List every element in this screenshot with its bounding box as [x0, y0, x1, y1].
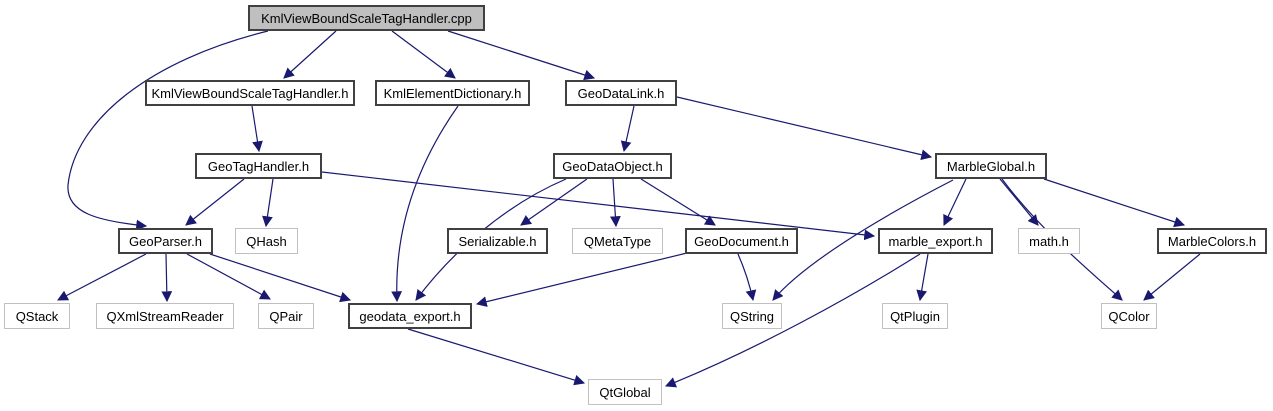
- graph-node-serializable-h[interactable]: Serializable.h: [447, 228, 548, 254]
- edge-mg-to-math: [999, 178, 1039, 226]
- edge-cpp-to-ked: [391, 30, 456, 79]
- edge-mg-to-qstring: [772, 179, 954, 301]
- edge-cpp-to-kvbsth: [283, 30, 337, 79]
- graph-node-qcolor: QColor: [1101, 303, 1157, 329]
- edge-gdl-to-mg: [676, 96, 933, 161]
- graph-node-qstack: QStack: [4, 303, 70, 329]
- edge-ked-to-gex: [391, 105, 459, 303]
- graph-node-qxmlstreamreader: QXmlStreamReader: [96, 303, 234, 329]
- edge-gdo-to-ser: [520, 178, 588, 226]
- edge-gex-to-qtglobal: [407, 328, 586, 386]
- edge-cpp-to-gp: [67, 30, 269, 231]
- graph-node-kmlviewboundscaletaghandler-cpp: KmlViewBoundScaleTagHandler.cpp: [248, 5, 485, 31]
- graph-node-marble-export-h[interactable]: marble_export.h: [878, 228, 993, 254]
- graph-node-geotaghandler-h[interactable]: GeoTagHandler.h: [195, 153, 322, 179]
- edge-gdoc-to-qstring: [737, 253, 757, 302]
- graph-node-geodata-export-h[interactable]: geodata_export.h: [348, 303, 472, 329]
- graph-node-qstring: QString: [722, 303, 782, 329]
- edge-gdo-to-gdoc: [640, 178, 716, 226]
- graph-node-qtplugin: QtPlugin: [882, 303, 948, 329]
- graph-node-geodocument-h[interactable]: GeoDocument.h: [685, 228, 798, 254]
- graph-node-geoparser-h[interactable]: GeoParser.h: [118, 228, 213, 254]
- edge-mg-to-mc: [1043, 178, 1186, 228]
- edge-gp-to-qpair: [186, 253, 271, 300]
- edge-gp-to-gex: [209, 253, 352, 303]
- edge-gth-to-gp: [185, 178, 245, 226]
- graph-node-marbleglobal-h[interactable]: MarbleGlobal.h: [935, 153, 1047, 179]
- edge-gdl-to-gdo: [620, 105, 635, 153]
- edge-mc-to-qcolor: [1143, 253, 1201, 301]
- edge-mg-to-mex: [943, 178, 967, 226]
- graph-node-math-h: math.h: [1018, 228, 1080, 254]
- edge-gth-to-mex: [321, 171, 876, 241]
- graph-node-kmlelementdictionary-h[interactable]: KmlElementDictionary.h: [375, 80, 530, 106]
- graph-node-geodatalink-h[interactable]: GeoDataLink.h: [565, 80, 677, 106]
- edge-gdo-to-qmeta: [609, 178, 621, 228]
- graph-node-geodataobject-h[interactable]: GeoDataObject.h: [553, 153, 672, 179]
- edge-gp-to-qxml: [161, 253, 173, 303]
- graph-node-kmlviewboundscaletaghandler-h[interactable]: KmlViewBoundScaleTagHandler.h: [145, 80, 355, 106]
- graph-node-qmetatype: QMetaType: [572, 228, 663, 254]
- edge-cpp-to-gdl: [447, 30, 596, 81]
- graph-node-qhash: QHash: [235, 228, 298, 254]
- graph-node-qpair: QPair: [258, 303, 314, 329]
- edge-gdoc-to-gex: [475, 252, 688, 307]
- graph-node-marblecolors-h[interactable]: MarbleColors.h: [1157, 228, 1267, 254]
- edge-mex-to-qtplugin: [916, 253, 929, 302]
- edge-gth-to-qhash: [262, 178, 274, 228]
- graph-node-qtglobal: QtGlobal: [588, 379, 662, 405]
- edge-mex-to-qtglobal: [664, 253, 921, 388]
- edge-gp-to-qstack: [57, 253, 147, 301]
- edge-kvbsth-to-gth: [251, 105, 263, 153]
